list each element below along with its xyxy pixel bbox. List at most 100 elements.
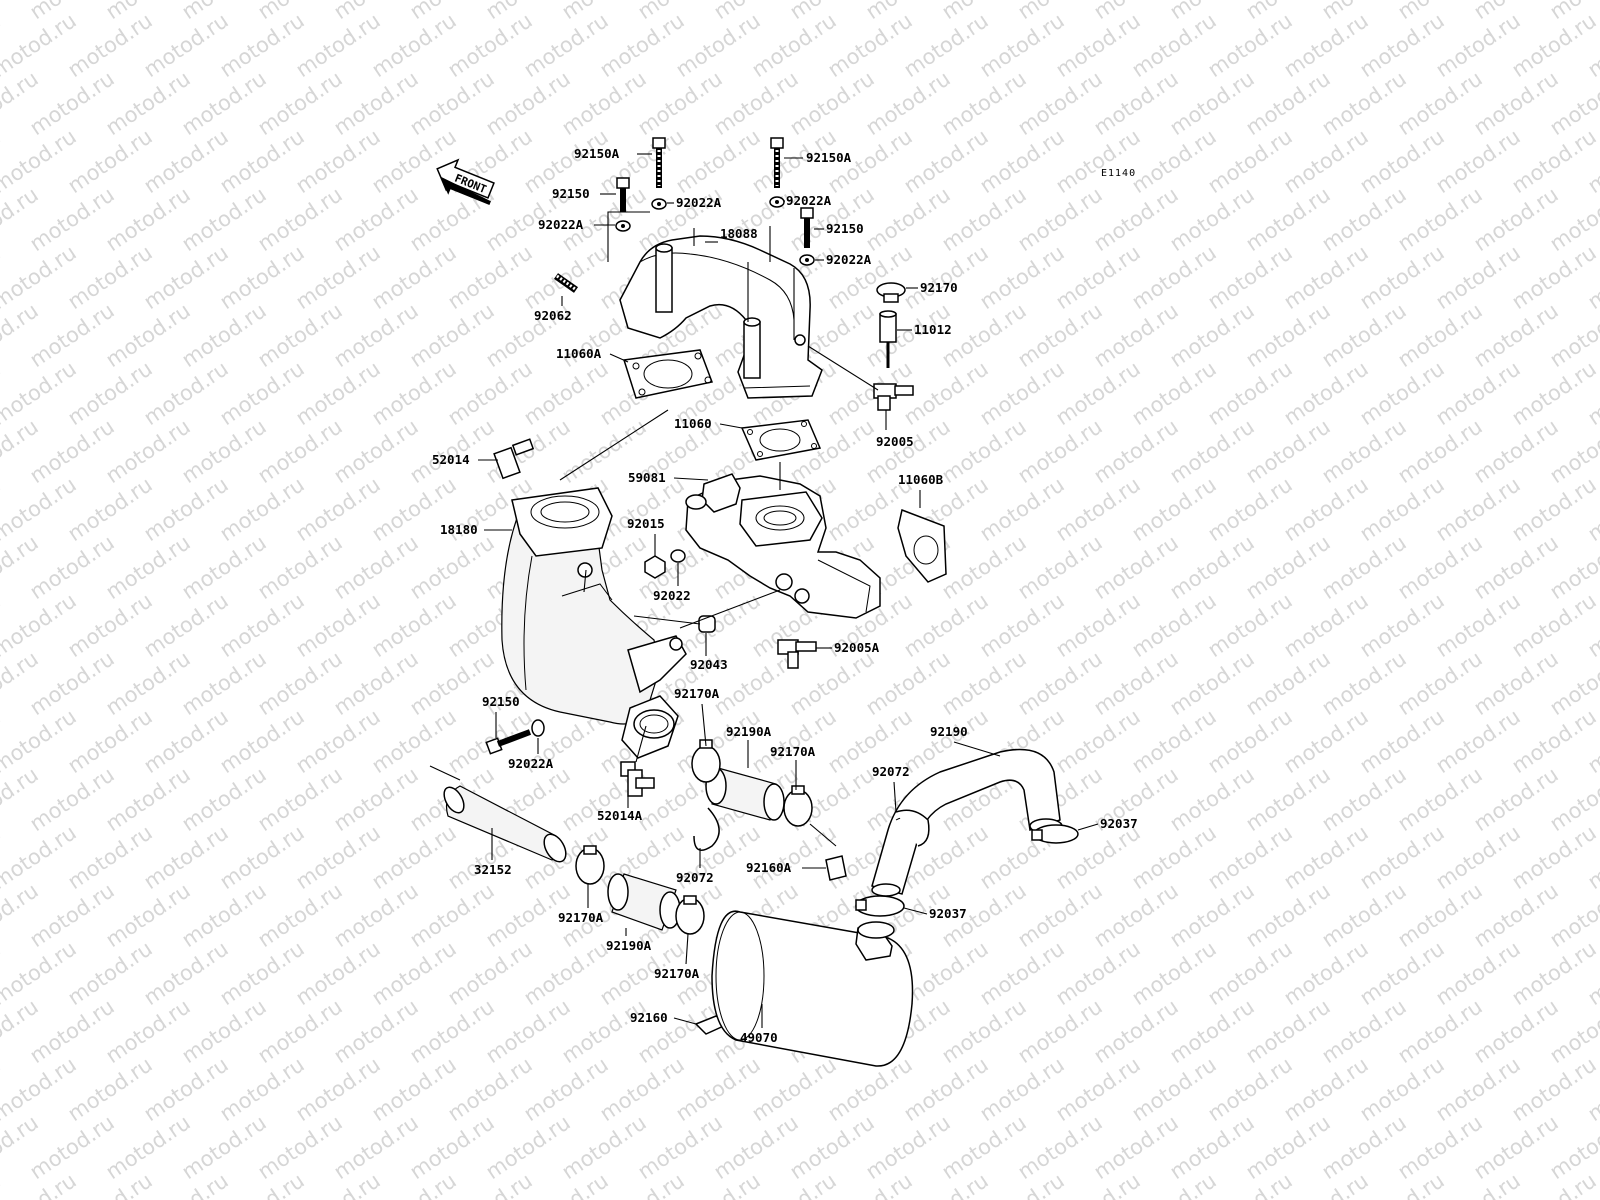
watermark-text: motod.ru xyxy=(1355,588,1448,662)
watermark-text: motod.ru xyxy=(1127,820,1220,894)
watermark-text: motod.ru xyxy=(177,182,270,256)
watermark-text: motod.ru xyxy=(1469,182,1562,256)
watermark-text: motod.ru xyxy=(1013,994,1106,1068)
watermark-text: motod.ru xyxy=(215,240,308,314)
watermark-text: motod.ru xyxy=(215,1052,308,1126)
stud-92062 xyxy=(553,273,579,293)
part-label-92190a: 92190A xyxy=(606,938,652,953)
watermark-text: motod.ru xyxy=(937,414,1030,488)
watermark-text: motod.ru xyxy=(253,762,346,836)
watermark-text: motod.ru xyxy=(177,646,270,720)
watermark-text: motod.ru xyxy=(937,1110,1030,1184)
watermark-text: motod.ru xyxy=(1393,646,1486,720)
leader-line xyxy=(673,1017,697,1025)
watermark-text: motod.ru xyxy=(937,994,1030,1068)
watermark-text: motod.ru xyxy=(101,298,194,372)
watermark-text: motod.ru xyxy=(861,66,954,140)
watermark-text: motod.ru xyxy=(1089,646,1182,720)
watermark-text: motod.ru xyxy=(1165,530,1258,604)
part-label-92150: 92150 xyxy=(826,221,864,236)
watermark-text: motod.ru xyxy=(1203,1052,1296,1126)
watermark-text: motod.ru xyxy=(291,124,384,198)
watermark-text: motod.ru xyxy=(1127,588,1220,662)
part-label-92005a: 92005A xyxy=(834,640,880,655)
part-label-92043: 92043 xyxy=(690,657,728,672)
watermark-text: motod.ru xyxy=(291,588,384,662)
watermark-text: motod.ru xyxy=(519,356,612,430)
watermark-text: motod.ru xyxy=(1431,1052,1524,1126)
gasket-11060 xyxy=(740,419,822,461)
watermark-text: motod.ru xyxy=(1507,240,1600,314)
fitting-92005 xyxy=(873,383,914,411)
watermark-text: motod.ru xyxy=(1431,936,1524,1010)
watermark-text: motod.ru xyxy=(0,1168,5,1200)
watermark-text: motod.ru xyxy=(937,530,1030,604)
watermark-text: motod.ru xyxy=(1393,66,1486,140)
watermark-text: motod.ru xyxy=(1317,66,1410,140)
bolt-92150-lower xyxy=(485,729,532,755)
watermark-text: motod.ru xyxy=(1469,298,1562,372)
watermark-text: motod.ru xyxy=(177,994,270,1068)
watermark-text: motod.ru xyxy=(101,878,194,952)
watermark-text: motod.ru xyxy=(1013,414,1106,488)
watermark-text: motod.ru xyxy=(1165,66,1258,140)
watermark-text: motod.ru xyxy=(1203,704,1296,778)
watermark-text: motod.ru xyxy=(1165,1110,1258,1184)
watermark-text: motod.ru xyxy=(1203,472,1296,546)
watermark-text: motod.ru xyxy=(1203,8,1296,82)
assembly-line xyxy=(679,589,781,629)
watermark-text: motod.ru xyxy=(1241,182,1334,256)
clamp-92037-lower xyxy=(855,895,905,917)
bolt-92150a-left xyxy=(652,137,666,188)
watermark-text: motod.ru xyxy=(1317,994,1410,1068)
watermark-text: motod.ru xyxy=(291,1052,384,1126)
watermark-text: motod.ru xyxy=(633,1110,726,1184)
watermark-text: motod.ru xyxy=(595,124,688,198)
watermark-text: motod.ru xyxy=(367,704,460,778)
watermark-text: motod.ru xyxy=(253,66,346,140)
fitting-52014a xyxy=(620,761,655,797)
watermark-text: motod.ru xyxy=(1165,762,1258,836)
watermark-text: motod.ru xyxy=(1279,704,1372,778)
watermark-text: motod.ru xyxy=(519,8,612,82)
watermark-text: motod.ru xyxy=(329,414,422,488)
watermark-text: motod.ru xyxy=(139,356,232,430)
watermark-text: motod.ru xyxy=(937,646,1030,720)
part-label-92022a: 92022A xyxy=(538,217,584,232)
watermark-text: motod.ru xyxy=(443,8,536,82)
watermark-text: motod.ru xyxy=(1089,182,1182,256)
watermark-text: motod.ru xyxy=(709,66,802,140)
watermark-text: motod.ru xyxy=(1507,1052,1600,1126)
watermark-text: motod.ru xyxy=(1469,414,1562,488)
watermark-text: motod.ru xyxy=(1203,240,1296,314)
part-label-92005: 92005 xyxy=(876,434,914,449)
watermark-text: motod.ru xyxy=(367,1052,460,1126)
manifold-59081 xyxy=(685,473,881,619)
watermark-text: motod.ru xyxy=(1431,820,1524,894)
watermark-text: motod.ru xyxy=(1355,240,1448,314)
watermark-text: motod.ru xyxy=(1431,356,1524,430)
watermark-text: motod.ru xyxy=(405,646,498,720)
watermark-text: motod.ru xyxy=(215,8,308,82)
watermark-text: motod.ru xyxy=(1507,356,1600,430)
watermark-text: motod.ru xyxy=(1279,124,1372,198)
watermark-text: motod.ru xyxy=(177,1110,270,1184)
watermark-text: motod.ru xyxy=(367,820,460,894)
watermark-text: motod.ru xyxy=(291,704,384,778)
watermark-text: motod.ru xyxy=(101,530,194,604)
watermark-text: motod.ru xyxy=(975,1052,1068,1126)
watermark-text: motod.ru xyxy=(1507,704,1600,778)
watermark-text: motod.ru xyxy=(1013,878,1106,952)
watermark-text: motod.ru xyxy=(1317,182,1410,256)
watermark-text: motod.ru xyxy=(101,646,194,720)
watermark-text: motod.ru xyxy=(101,66,194,140)
watermark-text: motod.ru xyxy=(861,646,954,720)
watermark-text: motod.ru xyxy=(1127,472,1220,546)
watermark-text: motod.ru xyxy=(1013,530,1106,604)
watermark-text: motod.ru xyxy=(1317,1110,1410,1184)
watermark-text: motod.ru xyxy=(1279,820,1372,894)
watermark-text: motod.ru xyxy=(177,414,270,488)
watermark-text: motod.ru xyxy=(139,1052,232,1126)
watermark-text: motod.ru xyxy=(1089,878,1182,952)
watermark-text: motod.ru xyxy=(139,704,232,778)
